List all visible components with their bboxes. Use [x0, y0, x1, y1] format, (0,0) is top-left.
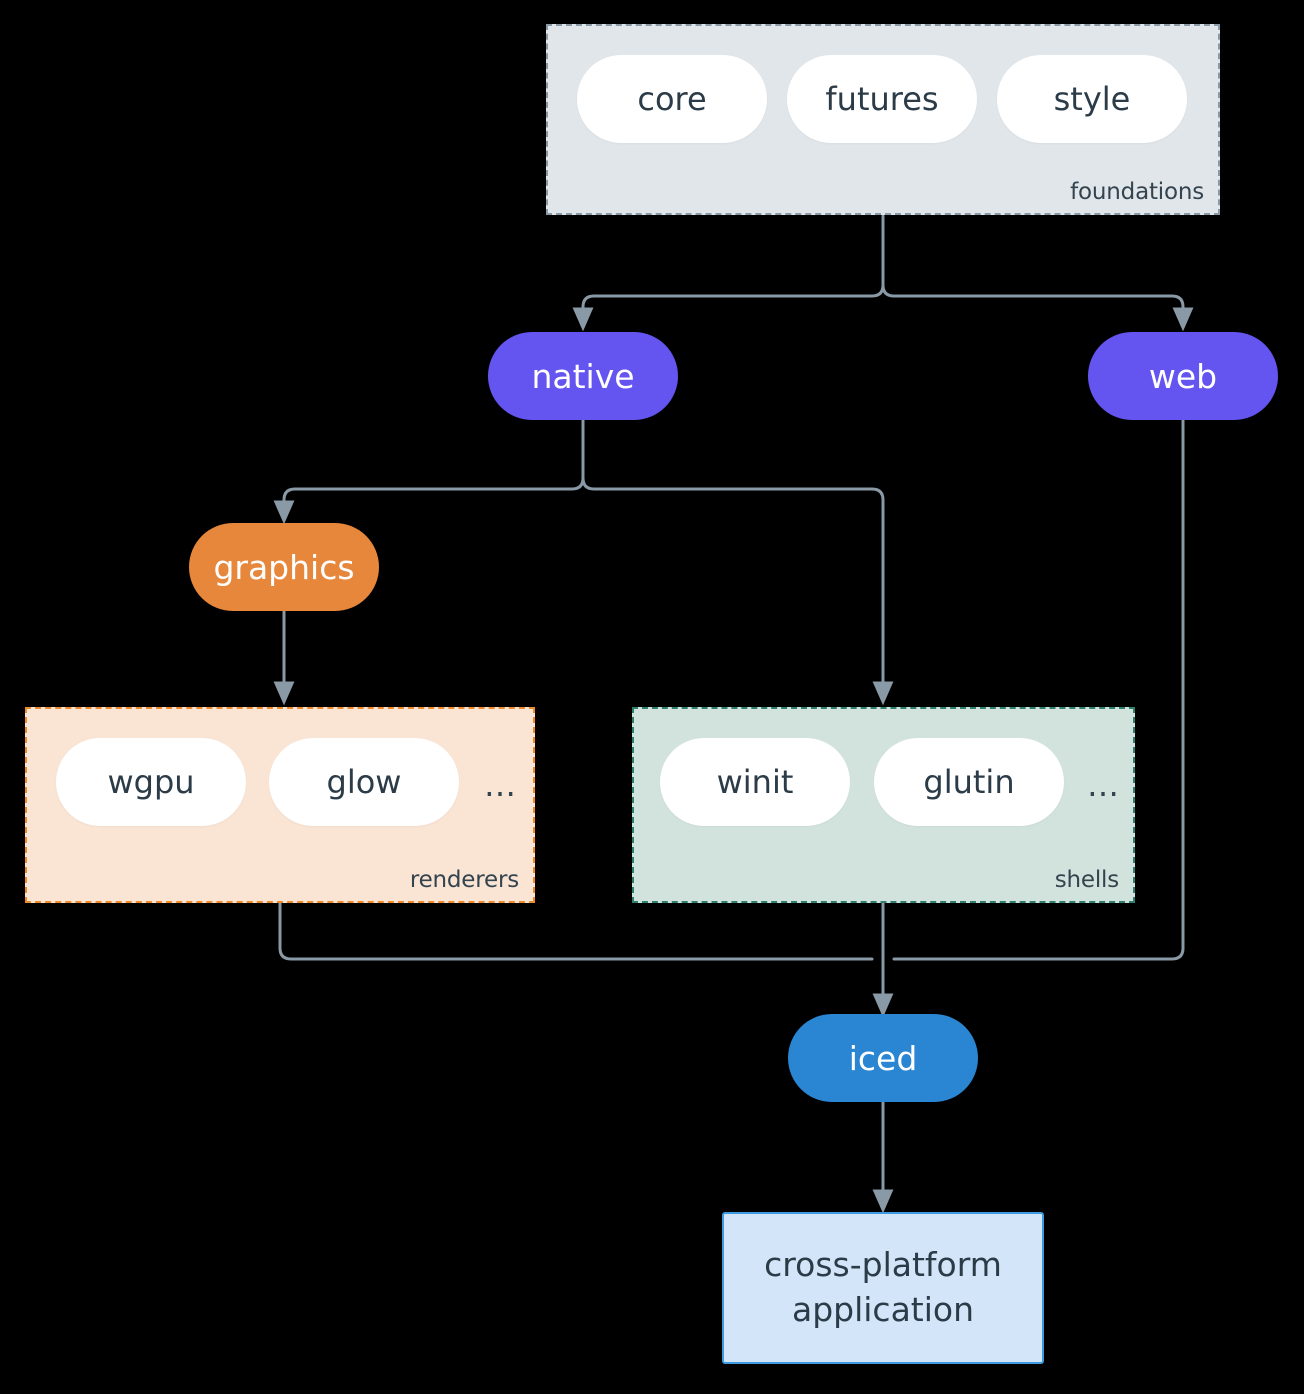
node-wgpu[interactable]: wgpu: [56, 738, 246, 826]
node-native-label: native: [531, 356, 635, 396]
node-futures-label: futures: [825, 80, 939, 118]
group-foundations-label: foundations: [1070, 179, 1204, 205]
node-iced-label: iced: [848, 1038, 918, 1078]
node-app-label-line1: cross-platform: [764, 1245, 1002, 1285]
node-cross-platform-application[interactable]: cross-platform application: [722, 1212, 1044, 1364]
node-winit[interactable]: winit: [660, 738, 850, 826]
node-futures[interactable]: futures: [787, 55, 977, 143]
node-glow-label: glow: [326, 763, 402, 801]
edge-renderers-iced: [278, 900, 874, 961]
node-renderers-more-label: …: [484, 766, 516, 804]
group-shells: winit glutin … shells: [632, 707, 1135, 903]
node-style-label: style: [1053, 80, 1131, 118]
node-graphics[interactable]: graphics: [189, 523, 379, 611]
node-wgpu-label: wgpu: [107, 763, 195, 801]
node-iced[interactable]: iced: [788, 1014, 978, 1102]
edge-web-iced: [892, 418, 1185, 961]
node-web[interactable]: web: [1088, 332, 1278, 420]
node-core[interactable]: core: [577, 55, 767, 143]
group-renderers: wgpu glow … renderers: [25, 707, 535, 903]
edge-foundations-web: [881, 283, 1194, 332]
node-renderers-more: …: [484, 769, 516, 801]
group-foundations: core futures style foundations: [546, 24, 1220, 215]
node-native[interactable]: native: [488, 332, 678, 420]
group-renderers-label: renderers: [409, 867, 519, 893]
node-graphics-label: graphics: [213, 547, 355, 587]
edge-native-graphics: [273, 476, 585, 525]
node-shells-more-label: …: [1087, 766, 1119, 804]
edge-native-shells: [581, 476, 894, 706]
node-glutin[interactable]: glutin: [874, 738, 1064, 826]
group-shells-label: shells: [1054, 867, 1119, 893]
node-glow[interactable]: glow: [269, 738, 459, 826]
node-core-label: core: [637, 80, 707, 118]
node-app-label-line2: application: [791, 1290, 975, 1329]
node-style[interactable]: style: [997, 55, 1187, 143]
node-glutin-label: glutin: [923, 763, 1015, 801]
node-web-label: web: [1148, 356, 1218, 396]
node-winit-label: winit: [716, 763, 794, 801]
node-shells-more: …: [1087, 769, 1119, 801]
edge-foundations-native: [572, 283, 885, 332]
